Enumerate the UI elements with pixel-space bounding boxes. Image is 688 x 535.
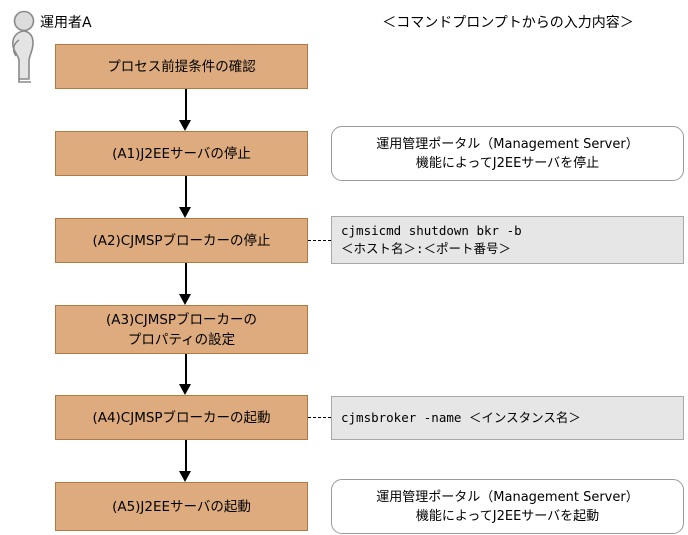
dashed-connector-a2 xyxy=(308,240,331,241)
flow-arrow-2 xyxy=(179,176,192,218)
note-line: 運用管理ポータル（Management Server） xyxy=(376,489,639,505)
process-box-a3[interactable]: (A3)CJMSPブローカーの プロパティの設定 xyxy=(55,305,308,354)
note-line: 運用管理ポータル（Management Server） xyxy=(376,136,639,152)
flow-arrow-5 xyxy=(179,440,192,482)
flow-arrow-1 xyxy=(179,89,192,131)
process-box-a2[interactable]: (A2)CJMSPブローカーの停止 xyxy=(55,218,308,263)
process-box-label: (A4)CJMSPブローカーの起動 xyxy=(92,409,271,426)
process-box-label: (A2)CJMSPブローカーの停止 xyxy=(92,232,271,249)
process-box-prereq[interactable]: プロセス前提条件の確認 xyxy=(55,44,308,89)
note-box-a5: 運用管理ポータル（Management Server） 機能によってJ2EEサー… xyxy=(331,479,684,534)
note-box-a1: 運用管理ポータル（Management Server） 機能によってJ2EEサー… xyxy=(331,126,684,181)
command-line: ＜ホスト名＞:＜ポート番号＞ xyxy=(341,241,512,256)
process-box-a4[interactable]: (A4)CJMSPブローカーの起動 xyxy=(55,395,308,440)
dashed-connector-a4 xyxy=(308,417,331,418)
command-box-a4: cjmsbroker -name ＜インスタンス名＞ xyxy=(331,396,684,440)
actor-label: 運用者A xyxy=(40,15,92,31)
process-box-a1[interactable]: (A1)J2EEサーバの停止 xyxy=(55,131,308,176)
command-column-header: ＜コマンドプロンプトからの入力内容＞ xyxy=(382,15,634,31)
process-box-a5[interactable]: (A5)J2EEサーバの起動 xyxy=(55,482,308,531)
note-line: 機能によってJ2EEサーバを起動 xyxy=(415,508,600,524)
person-standing-icon xyxy=(4,10,50,86)
process-box-label: (A1)J2EEサーバの停止 xyxy=(112,145,251,162)
flow-arrow-3 xyxy=(179,263,192,305)
command-line: cjmsbroker -name ＜インスタンス名＞ xyxy=(341,410,581,425)
process-box-label: (A5)J2EEサーバの起動 xyxy=(112,498,251,515)
command-box-a2: cjmsicmd shutdown bkr -b ＜ホスト名＞:＜ポート番号＞ xyxy=(331,216,684,264)
command-line: cjmsicmd shutdown bkr -b xyxy=(341,223,522,238)
process-box-label: (A3)CJMSPブローカーの プロパティの設定 xyxy=(105,311,258,348)
note-line: 機能によってJ2EEサーバを停止 xyxy=(415,155,600,171)
flow-arrow-4 xyxy=(179,354,192,395)
process-box-label: プロセス前提条件の確認 xyxy=(107,58,256,75)
